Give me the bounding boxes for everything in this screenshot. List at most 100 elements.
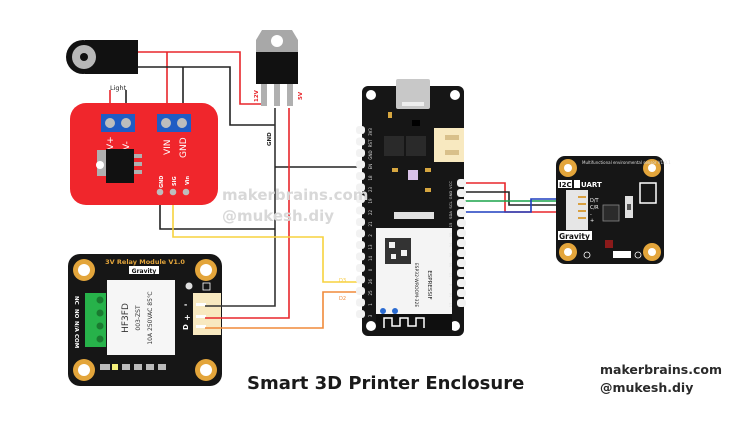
terminal-screw-gnd[interactable]	[177, 118, 187, 128]
rgb-led	[408, 170, 418, 180]
esp32-pin[interactable]	[356, 149, 365, 157]
esp32-pin[interactable]	[457, 179, 466, 187]
diagram-title: Smart 3D Printer Enclosure	[247, 373, 525, 394]
esp32-pin[interactable]	[457, 219, 466, 227]
esp32-pin[interactable]	[356, 252, 365, 261]
smd-part	[100, 364, 110, 370]
regulator-pin-5v	[287, 84, 293, 106]
watermark-handle: @mukesh.diy	[222, 207, 335, 225]
esp32-pin-label: 4	[448, 283, 453, 286]
esp32-pin[interactable]	[457, 299, 466, 307]
connector-pin	[578, 203, 586, 205]
connector-pin	[445, 150, 459, 155]
esp32-pin[interactable]	[457, 249, 466, 257]
esp32-pin-label: 1	[368, 303, 373, 306]
terminal-screw-vminus[interactable]	[121, 118, 131, 128]
pin-gnd[interactable]	[156, 188, 164, 196]
esp32-pin-label: SDA	[448, 211, 453, 219]
label-d3: D3	[339, 278, 346, 284]
esp32-pin-label: 16	[448, 292, 453, 297]
esp32-pin[interactable]	[356, 137, 365, 146]
relay-module: 3V Relay Module V1.0 Gravity HF3FD 003-Z…	[68, 254, 222, 386]
relay-led-icon	[185, 282, 193, 290]
esp32-pin[interactable]	[457, 209, 466, 217]
esp32-pin[interactable]	[356, 195, 365, 203]
esp32-pin[interactable]	[356, 218, 365, 226]
qr-cell	[401, 250, 407, 256]
smd-part	[392, 168, 398, 172]
esp32-pin-label: 3	[368, 314, 373, 317]
esp32-pin[interactable]	[457, 279, 466, 287]
relay-gravity-badge	[129, 266, 159, 274]
esp32-pin[interactable]	[457, 289, 466, 297]
led-indicator	[392, 308, 398, 314]
label-12v: 12V	[254, 89, 260, 102]
terminal-screw-vin[interactable]	[161, 118, 171, 128]
esp32-pin[interactable]	[457, 239, 466, 247]
esp32-pin[interactable]	[457, 259, 466, 267]
esp32-pin[interactable]	[457, 199, 466, 207]
mount-hole-center	[200, 364, 212, 376]
terminal-screw-vplus[interactable]	[105, 118, 115, 128]
esp32-pin[interactable]	[356, 275, 365, 284]
i2c-badge-text: I2C	[559, 181, 572, 189]
esp32-pin-label: RST	[368, 139, 373, 147]
esp32-pin[interactable]	[356, 310, 365, 318]
esp32-pin-label: 25	[368, 290, 373, 296]
switch-knob	[627, 204, 631, 210]
terminal-screw-com[interactable]	[96, 335, 104, 343]
esp32-pin[interactable]	[457, 189, 466, 197]
wire-relay-d-to-d2	[205, 291, 366, 329]
esp32-pin[interactable]	[356, 183, 365, 192]
esp32-pin[interactable]	[356, 172, 365, 180]
chip	[384, 136, 404, 156]
usb-c-port[interactable]	[396, 79, 430, 109]
esp32-pin[interactable]	[356, 287, 365, 295]
esp32-pin-label: 22	[368, 210, 373, 216]
smd-part	[425, 188, 431, 192]
label-pad	[613, 251, 631, 258]
regulator-pin-12v	[261, 84, 267, 106]
sensor-pin-plus: +	[590, 218, 594, 224]
terminal-label-vminus: V-	[122, 141, 132, 150]
relay-label-com: COM	[73, 334, 79, 348]
fpc-connector	[394, 212, 434, 219]
esp32-pin[interactable]	[356, 160, 365, 169]
esp32-pin-label: 13	[368, 244, 373, 250]
wire-mosfet-sig	[172, 196, 366, 283]
regulator-pin-gnd	[274, 84, 280, 106]
mount-hole	[366, 321, 376, 331]
terminal-screw-no[interactable]	[96, 309, 104, 317]
terminal-screw-nc[interactable]	[96, 296, 104, 304]
wroom-model-text: ESP32-WROOM-32E	[413, 263, 419, 307]
relay-pin-minus: -	[184, 300, 187, 309]
uart-badge-text: UART	[581, 181, 602, 189]
esp32-pin[interactable]	[356, 206, 365, 215]
esp32-pin[interactable]	[356, 241, 365, 249]
terminal-screw-na[interactable]	[96, 322, 104, 330]
connector-pin	[196, 303, 206, 306]
pin-vin[interactable]	[182, 188, 190, 196]
esp32-pin[interactable]	[356, 229, 365, 238]
chip	[406, 136, 426, 156]
smd-part	[122, 364, 130, 370]
relay-d-marker	[202, 282, 211, 291]
environmental-sensor: Multifunctional environmental sensor V1.…	[556, 156, 671, 264]
sensor-title: Multifunctional environmental sensor V1.…	[582, 160, 671, 165]
light-sensor	[605, 240, 613, 248]
esp32-pin[interactable]	[457, 269, 466, 277]
smd-part	[388, 112, 392, 118]
mosfet-board	[70, 103, 218, 205]
esp32-pin[interactable]	[457, 229, 466, 237]
esp32-pin-label: 18	[368, 175, 373, 181]
esp32-pin[interactable]	[356, 264, 365, 272]
esp32-pin[interactable]	[356, 298, 365, 307]
esp32-pin[interactable]	[356, 126, 365, 134]
gravity-badge	[558, 231, 592, 240]
connector-pin	[196, 315, 206, 318]
pin-sig[interactable]	[169, 188, 177, 196]
light-label: Light	[110, 84, 127, 92]
battery-connector	[434, 128, 464, 162]
relay-pin-plus: +	[184, 313, 191, 322]
esp32-pin-label: 3V3	[368, 128, 373, 136]
